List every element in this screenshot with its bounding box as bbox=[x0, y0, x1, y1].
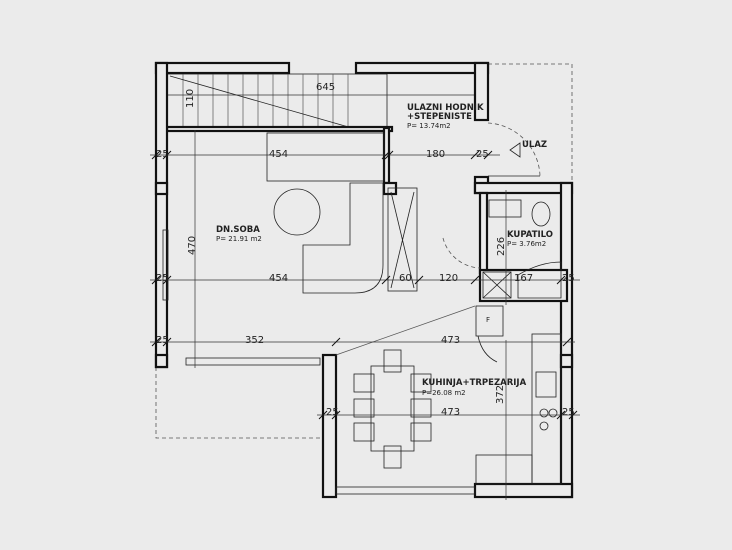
room-labels: ULAZNI HODNIK +STEPENISTE P= 13.74m2 ULA… bbox=[216, 103, 553, 397]
dim-label: 372 bbox=[495, 385, 506, 404]
dim-stair-width: 110 bbox=[185, 89, 196, 108]
sink bbox=[535, 371, 557, 398]
kitchen-counter bbox=[531, 333, 562, 485]
dim-label: 25 bbox=[562, 407, 575, 418]
dim-label: 60 bbox=[399, 273, 412, 284]
dim-label: 120 bbox=[439, 273, 458, 284]
washbasin bbox=[488, 199, 522, 218]
windows bbox=[162, 229, 476, 495]
dim-label: 25 bbox=[156, 335, 169, 346]
room-name-kitchen: KUHINJA+TRPEZARIJA bbox=[422, 378, 527, 388]
dim-label: 473 bbox=[441, 335, 460, 346]
room-area-hall: P= 13.74m2 bbox=[407, 122, 451, 130]
fridge bbox=[475, 305, 504, 337]
dim-label: 25 bbox=[156, 149, 169, 160]
dim-label: 352 bbox=[245, 335, 264, 346]
room-name-hall-2: +STEPENISTE bbox=[407, 112, 472, 122]
room-name-living: DN.SOBA bbox=[216, 225, 260, 235]
room-area-bathroom: P= 3.76m2 bbox=[507, 240, 546, 248]
dim-label: 25 bbox=[326, 407, 339, 418]
dim-label: 454 bbox=[269, 273, 288, 284]
shower bbox=[517, 261, 562, 299]
dimension-lines bbox=[150, 130, 580, 500]
walls bbox=[154, 61, 574, 499]
dim-label: 25 bbox=[476, 149, 489, 160]
coffee-table bbox=[273, 188, 321, 236]
dim-label: 25 bbox=[156, 273, 169, 284]
entrance-label: ULAZ bbox=[522, 140, 547, 150]
dim-label: 473 bbox=[441, 407, 460, 418]
doors bbox=[335, 122, 541, 363]
fridge-label: F bbox=[486, 316, 490, 324]
dim-label: 470 bbox=[187, 236, 198, 255]
dim-label: 454 bbox=[269, 149, 288, 160]
dim-label: 180 bbox=[426, 149, 445, 160]
dim-stair-length: 645 bbox=[316, 82, 335, 93]
room-name-bathroom: KUPATILO bbox=[507, 230, 553, 240]
dining-table bbox=[370, 365, 415, 452]
corner-sofa bbox=[302, 182, 384, 294]
porch-outline bbox=[155, 63, 573, 439]
toilet bbox=[531, 201, 551, 227]
chairs bbox=[353, 349, 432, 469]
room-area-kitchen: P=26.08 m2 bbox=[422, 389, 466, 397]
room-area-living: P= 21.91 m2 bbox=[216, 235, 262, 243]
room-name-hall: ULAZNI HODNIK bbox=[407, 103, 484, 113]
dimension-labels: 645 110 25 454 180 25 25 454 60 120 167 … bbox=[156, 82, 575, 418]
dim-label: 226 bbox=[496, 237, 507, 256]
dim-label: 167 bbox=[514, 273, 533, 284]
dim-label: 25 bbox=[562, 273, 575, 284]
wardrobe bbox=[387, 187, 418, 292]
furniture bbox=[266, 132, 562, 485]
